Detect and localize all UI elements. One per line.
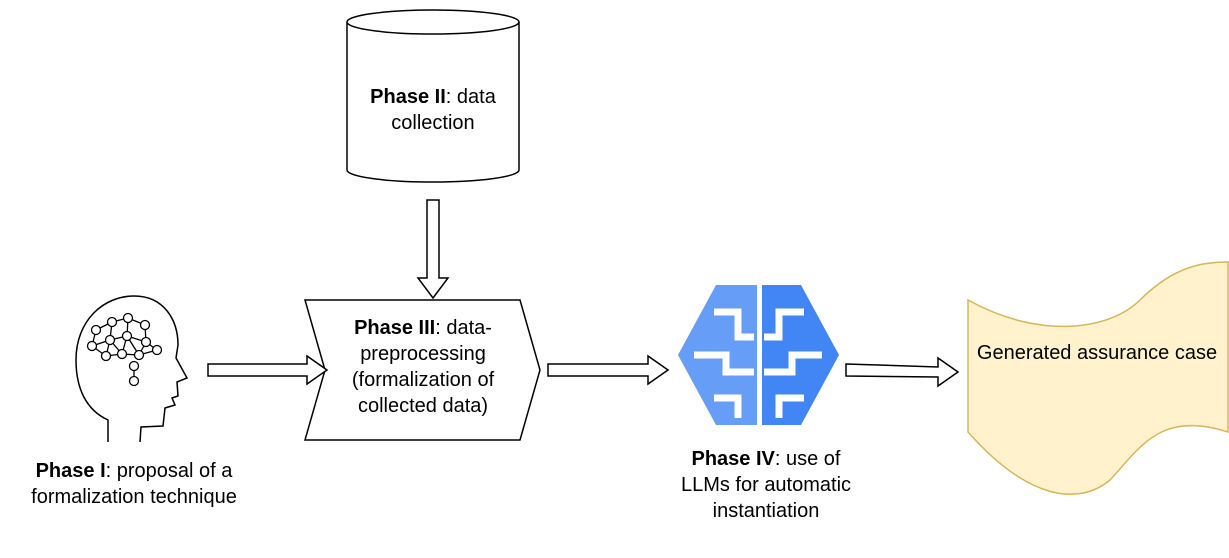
- brain-head-icon: [75, 295, 189, 443]
- arrow-phase1-to-phase3: [207, 354, 329, 386]
- phase1-label: Phase I: proposal of a formalization tec…: [31, 460, 237, 508]
- data-collection-cylinder: [346, 9, 520, 183]
- arrow-phase4-to-output: [845, 356, 960, 388]
- neural-network-icon: [86, 312, 163, 387]
- arrow-phase3-to-phase4: [547, 354, 670, 386]
- phase4-label: Phase IV: use of LLMs for automatic inst…: [680, 448, 852, 522]
- phase2-label: Phase II: data collection: [370, 86, 496, 134]
- output-label: Generated assurance case: [976, 342, 1218, 364]
- arrow-phase2-to-phase3: [416, 199, 450, 300]
- ai-brain-icon: [678, 285, 839, 425]
- phase3-label: Phase III: data-preprocessing (formaliza…: [351, 317, 495, 417]
- generated-assurance-case-shape: [967, 261, 1229, 496]
